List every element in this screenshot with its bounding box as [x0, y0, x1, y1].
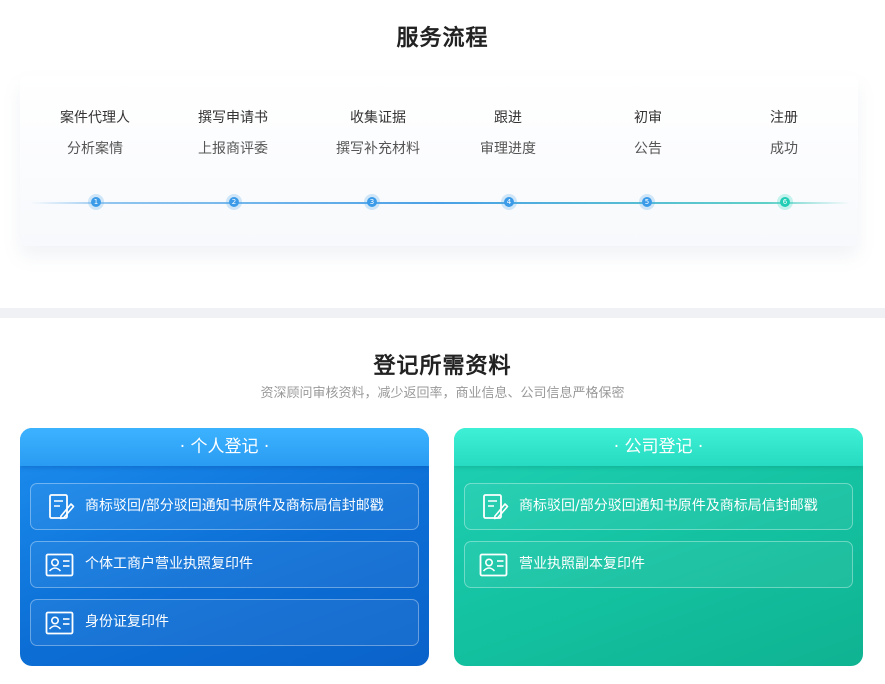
- step-5-marker: 5: [639, 194, 655, 210]
- company-registration-panel: · 公司登记 · 商标驳回/部分驳回通知书原件及商标局信封邮戳 营业执照副本复印…: [454, 428, 863, 666]
- company-item-rejection-notice: 商标驳回/部分驳回通知书原件及商标局信封邮戳: [464, 483, 853, 530]
- step-6-title: 注册: [770, 110, 798, 126]
- step-2-subtitle: 上报商评委: [198, 141, 268, 157]
- id-card-icon: [479, 553, 508, 577]
- step-2-marker: 2: [226, 194, 242, 210]
- company-item-business-license-copy-text: 营业执照副本复印件: [519, 556, 645, 572]
- personal-item-business-license: 个体工商户营业执照复印件: [30, 541, 419, 588]
- step-5-number: 5: [642, 197, 652, 207]
- step-3-marker: 3: [364, 194, 380, 210]
- step-4: 跟进 审理进度: [438, 108, 578, 159]
- step-4-marker: 4: [501, 194, 517, 210]
- personal-item-id-card: 身份证复印件: [30, 599, 419, 646]
- personal-item-business-license-text: 个体工商户营业执照复印件: [85, 556, 253, 572]
- step-3-number: 3: [367, 197, 377, 207]
- process-card: 案件代理人 分析案情 撰写申请书 上报商评委 收集证据 撰写补充材料 跟进 审理…: [20, 76, 858, 246]
- step-6-subtitle: 成功: [770, 141, 798, 157]
- step-3: 收集证据 撰写补充材料: [308, 108, 448, 159]
- personal-registration-header: · 个人登记 ·: [20, 428, 429, 466]
- company-registration-header: · 公司登记 ·: [454, 428, 863, 466]
- document-edit-icon: [483, 494, 509, 520]
- step-2-title: 撰写申请书: [198, 110, 268, 126]
- step-1-number: 1: [91, 197, 101, 207]
- step-2-number: 2: [229, 197, 239, 207]
- step-3-subtitle: 撰写补充材料: [336, 141, 420, 157]
- personal-item-rejection-notice: 商标驳回/部分驳回通知书原件及商标局信封邮戳: [30, 483, 419, 530]
- company-item-business-license-copy: 营业执照副本复印件: [464, 541, 853, 588]
- step-5-subtitle: 公告: [634, 141, 662, 157]
- id-card-icon: [45, 611, 74, 635]
- step-1-title: 案件代理人: [60, 110, 130, 126]
- materials-title: 登记所需资料: [373, 354, 512, 379]
- step-1-subtitle: 分析案情: [67, 141, 123, 157]
- step-2: 撰写申请书 上报商评委: [163, 108, 303, 159]
- company-item-rejection-notice-text: 商标驳回/部分驳回通知书原件及商标局信封邮戳: [519, 498, 818, 514]
- step-3-title: 收集证据: [350, 110, 406, 126]
- id-card-icon: [45, 553, 74, 577]
- step-6-number: 6: [780, 197, 790, 207]
- step-1-marker: 1: [88, 194, 104, 210]
- step-4-subtitle: 审理进度: [480, 141, 536, 157]
- document-edit-icon: [49, 494, 75, 520]
- step-5: 初审 公告: [578, 108, 718, 159]
- personal-item-id-card-text: 身份证复印件: [85, 614, 169, 630]
- step-4-number: 4: [504, 197, 514, 207]
- step-6: 注册 成功: [714, 108, 854, 159]
- step-4-title: 跟进: [494, 110, 522, 126]
- step-1: 案件代理人 分析案情: [25, 108, 165, 159]
- service-process-title: 服务流程: [396, 26, 489, 51]
- materials-subtitle: 资深顾问审核资料，减少返回率，商业信息、公司信息严格保密: [260, 386, 625, 401]
- step-5-title: 初审: [634, 110, 662, 126]
- personal-registration-panel: · 个人登记 · 商标驳回/部分驳回通知书原件及商标局信封邮戳 个体工商户营业执…: [20, 428, 429, 666]
- personal-item-rejection-notice-text: 商标驳回/部分驳回通知书原件及商标局信封邮戳: [85, 498, 384, 514]
- timeline-line: [30, 202, 850, 204]
- section-divider: [0, 308, 885, 318]
- step-6-marker: 6: [777, 194, 793, 210]
